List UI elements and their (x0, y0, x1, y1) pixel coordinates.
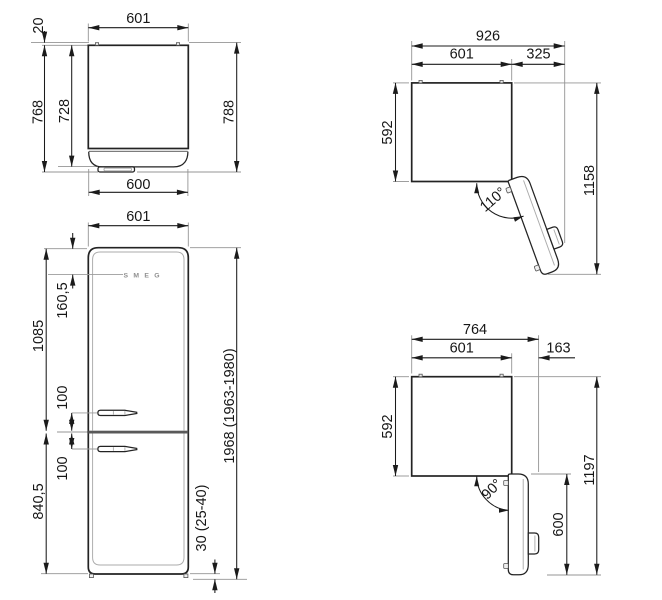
dim-label-depth-90: 592 (380, 414, 396, 438)
door-handle-detail (553, 229, 560, 245)
dim-label-angle-110: 110° (477, 184, 509, 215)
hinge-bracket-bottom (503, 563, 509, 569)
dim-label-depth-total: 788 (222, 100, 238, 124)
hinge-pin (418, 373, 423, 378)
dim-label-logo-offset: 160,5 (55, 282, 71, 318)
dim-label-depth-body: 728 (57, 99, 73, 123)
door-handle (527, 532, 540, 555)
dim-label-feet: 30 (25-40) (194, 485, 210, 552)
arc-arrow (499, 508, 509, 513)
door-face-line (523, 180, 555, 266)
dim-label-total-height: 1968 (1963-1980) (222, 348, 238, 463)
door-open-110 (505, 175, 564, 275)
arc-arrow (474, 476, 480, 487)
lower-door-inner-edge (92, 433, 185, 566)
dim-label-wall-gap: 20 (31, 17, 47, 33)
hinge-bracket-bottom (533, 264, 541, 272)
lower-door-handle (97, 445, 138, 453)
foot-left (89, 573, 94, 578)
dim-label-width-top: 601 (126, 11, 150, 27)
brand-logo: SMEG (124, 272, 167, 279)
hinge-pin (499, 373, 504, 378)
door-curved-front (88, 151, 189, 168)
foot-right (183, 573, 189, 578)
view-front: SMEG 601 160,5 1085 100 100 840,5 1968 (… (31, 209, 247, 593)
hinge-pin (499, 80, 504, 84)
dim-label-depth-no-handle: 768 (31, 100, 47, 124)
door-split-gap (88, 430, 189, 434)
dim-label-handle-upper: 100 (55, 386, 71, 410)
fridge-front-outline (87, 246, 190, 575)
door-slab (507, 473, 529, 576)
dim-label-handle-lower: 100 (55, 456, 71, 480)
dim-label-depth-110: 592 (380, 120, 396, 144)
dim-label-total-depth-110: 1158 (582, 165, 598, 196)
view-plan-closed: 601 20 768 728 788 600 (31, 11, 241, 196)
dim-label-total-depth-90: 1197 (582, 454, 598, 485)
dim-label-door-side-110: 325 (526, 47, 550, 63)
fridge-top-view-body-90 (410, 375, 513, 477)
hinge-pin-right (175, 42, 180, 46)
hinge-bracket-top (505, 186, 512, 194)
fridge-top-view-body (87, 44, 190, 150)
dim-label-total-width-90: 764 (463, 322, 487, 338)
dim-label-width-door: 600 (126, 177, 150, 193)
dim-label-width: 601 (126, 209, 150, 225)
hinge-pin-left (95, 42, 100, 46)
door-slab (507, 175, 560, 275)
upper-door-handle (97, 409, 138, 417)
dim-label-door-length-90: 600 (551, 512, 567, 536)
arc-arrow (513, 216, 524, 222)
door-handle-grip-detail (103, 167, 132, 172)
dim-label-body-width-110: 601 (450, 47, 474, 63)
view-plan-open-110: 110° 926 601 325 592 1158 (380, 29, 601, 275)
dim-label-total-width-110: 926 (476, 29, 500, 45)
dim-label-angle-90: 90° (479, 476, 506, 503)
hinge-pin (418, 80, 423, 84)
view-plan-open-90: 90° 764 601 163 592 600 1197 (380, 322, 601, 576)
dim-label-door-side-90: 163 (546, 340, 570, 356)
dim-label-upper-door: 1085 (31, 320, 47, 352)
upper-door-inner-edge (92, 251, 185, 431)
fridge-top-view-body-110 (410, 82, 513, 183)
arc-arrow (474, 183, 480, 194)
dim-label-body-width-90: 601 (450, 340, 474, 356)
hinge-bracket-top (503, 480, 509, 486)
door-open-90 (503, 473, 540, 576)
dim-label-lower-door: 840,5 (31, 483, 47, 519)
